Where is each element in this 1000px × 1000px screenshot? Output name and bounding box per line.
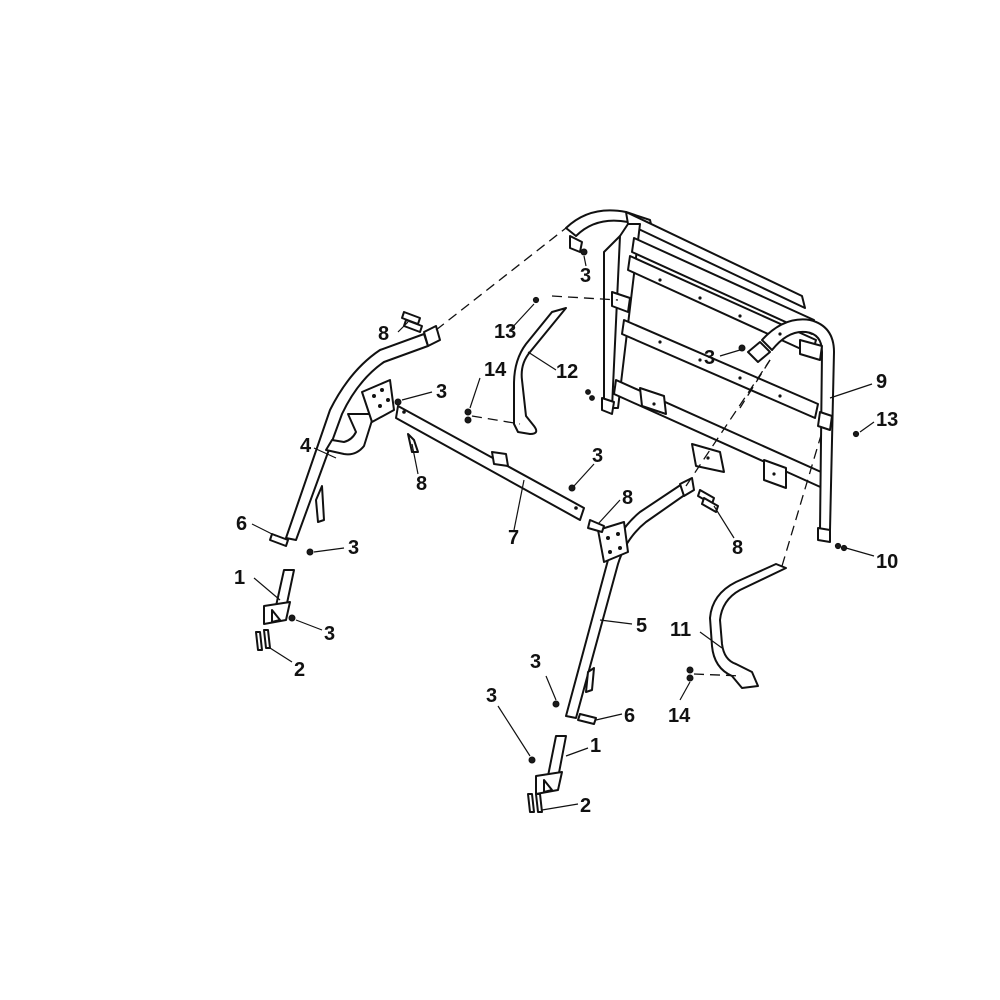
callout-3: 3	[324, 623, 335, 645]
part-11-right-support-bracket	[709, 563, 787, 689]
callout-7: 7	[508, 527, 519, 549]
callout-11: 11	[670, 619, 691, 641]
callout-3: 3	[592, 445, 603, 467]
callout-10: 10	[876, 551, 898, 573]
callout-14: 14	[484, 359, 507, 381]
part-12-left-support-bracket	[513, 307, 567, 435]
callout-5: 5	[636, 615, 647, 637]
callout-8: 8	[416, 473, 427, 495]
callout-13: 13	[494, 321, 516, 343]
part-5-right-front-pillar	[565, 477, 695, 719]
callout-9: 9	[876, 371, 887, 393]
callout-labels: 1 1 2 2 3 3 3 3 3 3 3 3 3 4 5 6 6 7 8 8 …	[234, 265, 898, 817]
callout-12: 12	[556, 361, 578, 383]
part-9-rear-roll-bar	[565, 209, 835, 543]
callout-8: 8	[732, 537, 743, 559]
callout-8: 8	[622, 487, 633, 509]
callout-8: 8	[378, 323, 389, 345]
callout-13: 13	[876, 409, 898, 431]
callout-4: 4	[300, 435, 312, 457]
fasteners	[255, 248, 860, 813]
callout-1: 1	[590, 735, 601, 757]
callout-2: 2	[294, 659, 305, 681]
callout-3: 3	[486, 685, 497, 707]
part-1-right-base-mount	[535, 735, 567, 795]
callout-6: 6	[624, 705, 635, 727]
callout-3: 3	[348, 537, 359, 559]
callout-14: 14	[668, 705, 691, 727]
callout-3: 3	[704, 347, 715, 369]
part-7-cross-bar	[395, 405, 585, 521]
callout-3: 3	[580, 265, 591, 287]
callout-6: 6	[236, 513, 247, 535]
callout-3: 3	[530, 651, 541, 673]
leader-lines	[251, 255, 875, 811]
part-1-left-base-mount	[263, 569, 295, 625]
part-4-left-front-pillar	[285, 325, 441, 541]
callout-3: 3	[436, 381, 447, 403]
callout-2: 2	[580, 795, 591, 817]
alignment-lines	[435, 227, 823, 677]
callout-1: 1	[234, 567, 245, 589]
